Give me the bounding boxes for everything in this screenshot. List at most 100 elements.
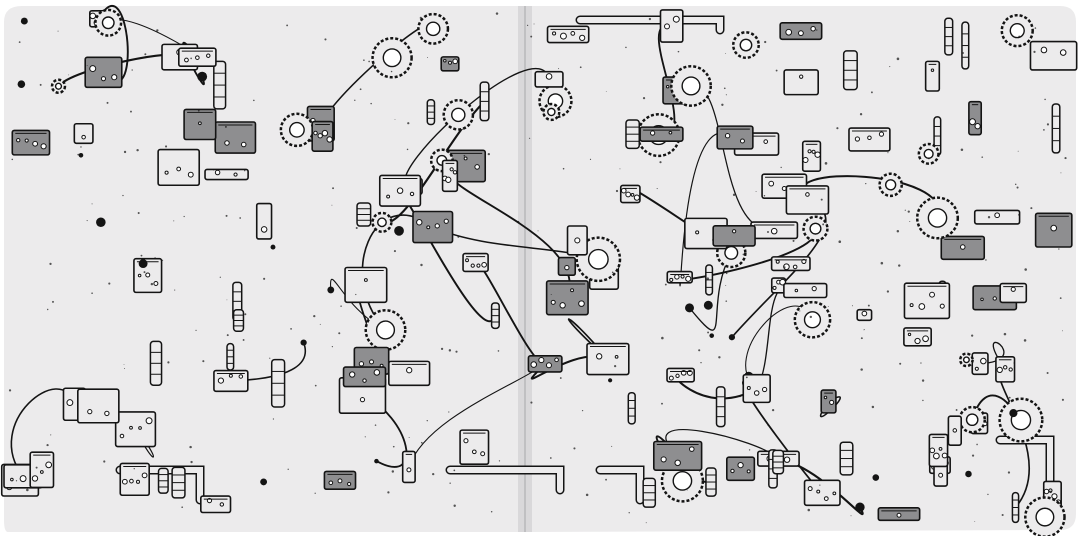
gear-hub [587,248,609,270]
knob [16,138,21,143]
ink-speck [819,484,821,486]
ink-speck [407,122,410,125]
gear-hub [425,21,441,37]
machine [586,342,630,376]
ink-speck [971,454,975,457]
machine-box [11,129,51,156]
gear-hub [547,107,556,117]
ink-speck [628,512,630,514]
gear-hub [54,82,63,90]
ink-speck [677,50,680,53]
ink-speck [619,168,621,170]
knob [672,15,680,23]
knob [974,366,979,371]
connector [608,378,613,383]
ink-speck [189,445,192,449]
ink-speck [272,418,275,420]
ink-speck [363,59,365,61]
ink-speck [364,436,366,438]
knob [452,58,458,65]
connector [728,334,736,341]
machine-box [659,9,684,43]
ink-speck [820,198,823,201]
ink-speck [661,402,663,405]
knob [660,456,667,463]
ink-speck [1003,332,1007,336]
knob [19,475,27,483]
machine-box [29,451,55,489]
knob [326,136,333,143]
knob [228,373,233,378]
machine [50,78,67,94]
ink-speck [589,158,592,161]
ink-speck [103,460,106,463]
gear-hub [681,76,701,96]
ink-speck [807,508,811,512]
ink-speck [698,349,701,352]
machine [785,185,830,215]
ink-speck [558,68,560,70]
connector [965,470,972,478]
knob [559,32,567,40]
knob [545,73,553,80]
machine-box [785,185,830,215]
ink-speck [181,506,184,509]
ink-speck [1001,513,1004,517]
ink-speck [1044,98,1046,101]
ink-speck [202,360,205,363]
knob [153,280,159,286]
machine [958,405,987,434]
knob [104,410,110,417]
knob [198,121,202,126]
knob [918,303,926,310]
machine-box [73,122,94,145]
ink-speck [286,24,289,27]
machine [374,458,379,464]
knob [164,170,169,175]
ink-speck [661,336,664,340]
ink-speck [725,94,727,96]
knob [1051,493,1058,500]
machine [772,449,785,475]
gear-hub [1035,507,1055,527]
ink-speck [314,492,316,494]
ink-speck [725,272,728,275]
machine-box [119,462,150,497]
machine [270,244,276,250]
machine [133,257,163,294]
ink-speck [755,191,757,192]
ink-speck [1033,50,1036,53]
machine [183,108,217,141]
ink-speck [340,305,342,307]
knob [763,139,769,144]
ink-speck [18,41,21,44]
ink-speck [659,161,662,164]
ink-speck [225,214,228,217]
knob [832,491,837,496]
left-page [4,6,524,532]
ink-speck [974,521,976,522]
machine [388,360,431,387]
machine-box [1029,40,1078,71]
machine [803,479,841,507]
machine [903,327,932,347]
ink-speck [1059,297,1062,300]
ink-speck [86,65,88,67]
machine [371,36,413,79]
ink-speck [725,285,727,287]
knob [445,176,452,183]
knob [878,131,885,137]
knob [409,191,415,197]
ink-speck [533,23,535,25]
ink-speck [219,276,221,278]
knob [746,385,751,390]
knob [480,451,486,457]
knob [770,227,778,235]
ink-speck [213,169,215,171]
knob [929,291,935,298]
knob [138,426,142,430]
ink-speck [896,229,900,233]
ink-speck [263,277,266,280]
knob [664,23,670,30]
